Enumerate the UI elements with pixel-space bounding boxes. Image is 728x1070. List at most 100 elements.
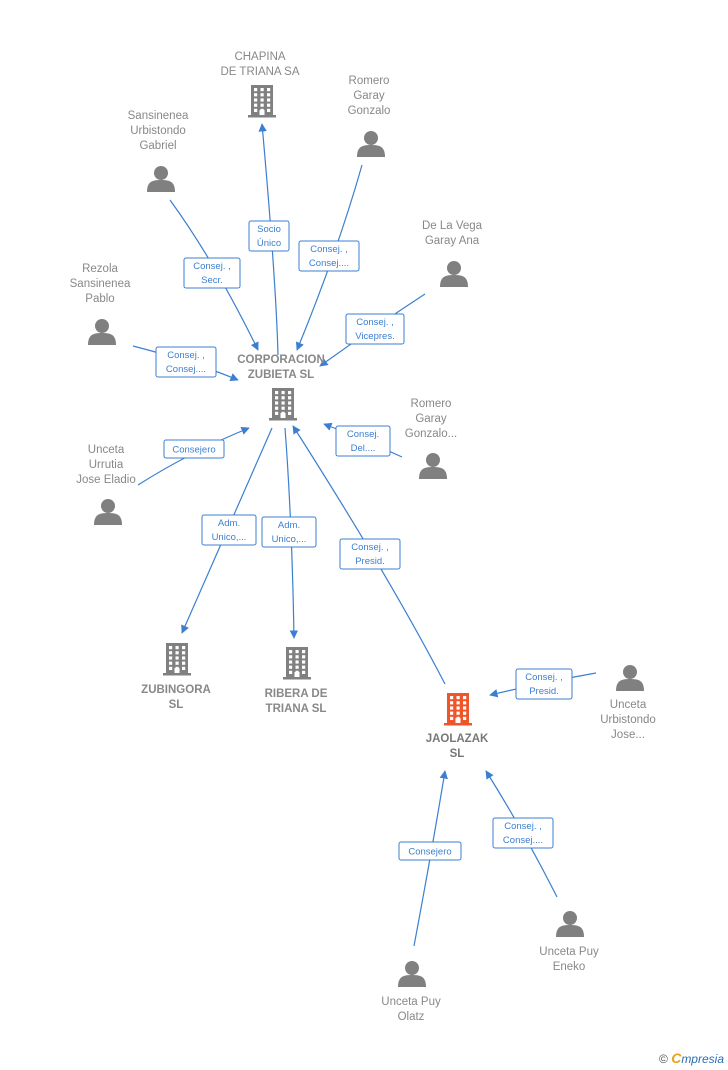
node-label: Garay Ana [425, 235, 480, 247]
edge-corporacion-ribera: Adm. Unico,... [261, 427, 317, 639]
edge-romero1-corporacion: Consej. ,Consej.... [295, 164, 363, 351]
edge-label-text: Consej.... [309, 258, 349, 269]
edge-unceta_urb-jaolazak: Consej. ,Presid. [489, 668, 597, 700]
node-label: Sansinenea [128, 110, 189, 122]
edge-label-box[interactable] [261, 516, 317, 548]
node-label: Jose Eladio [76, 474, 135, 486]
edge-label-box[interactable] [335, 425, 391, 457]
edge-label-text: Adm. [278, 520, 300, 531]
node-label: CORPORACION [237, 354, 325, 366]
person-icon [357, 131, 385, 157]
edge-label-text: Único [257, 238, 281, 249]
edge-label-text: Unico,... [272, 534, 307, 545]
node-label: CHAPINA [234, 51, 285, 63]
edge-romero2-corporacion: Consej.Del.... [323, 422, 403, 458]
edge-label-text: Consej.... [166, 364, 206, 375]
edge-label-text: Consej. , [504, 821, 542, 832]
person-icon [147, 166, 175, 192]
edge-label-text: Consejero [408, 847, 451, 858]
edge-label-box[interactable] [492, 817, 554, 849]
edge-rezola-corporacion: Consej. , Consej.... [132, 345, 239, 381]
edge-label-box[interactable] [155, 346, 217, 378]
edge-label-box[interactable] [515, 668, 573, 700]
edge-label-box[interactable] [298, 240, 360, 272]
node-corporacion[interactable]: CORPORACION ZUBIETA SL [237, 354, 325, 421]
node-jaolazak[interactable]: JAOLAZAK SL [426, 693, 489, 760]
node-zubingora[interactable]: ZUBINGORA SL [141, 643, 211, 711]
edge-label-text: Consej.... [503, 835, 543, 846]
building-icon [283, 647, 311, 680]
node-chapina[interactable]: CHAPINA DE TRIANA SA [220, 51, 300, 118]
edge-label-box[interactable] [163, 439, 225, 459]
node-label: SL [450, 748, 465, 760]
edge-line [258, 123, 279, 356]
node-label: ZUBIETA SL [248, 369, 314, 381]
node-label: Unceta Puy [539, 946, 599, 958]
node-label: Garay [415, 413, 447, 425]
node-label: Gonzalo... [405, 428, 457, 440]
node-romero2[interactable]: RomeroGarayGonzalo... [405, 398, 457, 479]
edge-unceta_jose-corporacion: Consejero [137, 426, 250, 486]
node-label: Urbistondo [130, 125, 186, 137]
person-icon [94, 499, 122, 525]
person-icon [556, 911, 584, 937]
edge-label-box[interactable] [183, 257, 241, 289]
footer-brand: © Cmpresia [659, 1050, 724, 1066]
edge-label-box[interactable] [345, 313, 405, 345]
edge-label-text: Consej. , [351, 542, 389, 553]
node-label: Romero [411, 398, 452, 410]
edge-delavega-corporacion: Consej. , Vicepres. [319, 293, 426, 367]
edge-label-box[interactable] [201, 514, 257, 546]
node-label: Pablo [85, 293, 114, 305]
node-label: JAOLAZAK [426, 733, 489, 745]
edge-label-box[interactable] [339, 538, 401, 570]
node-label: Eneko [553, 961, 586, 973]
edge-label-box[interactable] [398, 841, 462, 861]
node-label: Urrutia [89, 459, 124, 471]
edge-label-text: Vicepres. [355, 331, 394, 342]
brand-logo: Cmpresia [671, 1050, 724, 1066]
edge-label-text: Unico,... [212, 532, 247, 543]
node-label: RIBERA DE [265, 688, 328, 700]
node-label: Gabriel [139, 140, 176, 152]
node-label: Sansinenea [70, 278, 131, 290]
edge-unceta_olatz-jaolazak: Consejero [398, 770, 462, 947]
person-icon [398, 961, 426, 987]
edge-label-text: Presid. [355, 556, 385, 567]
edge-label-text: Consej. , [167, 350, 205, 361]
person-icon [616, 665, 644, 691]
edge-label-text: Adm. [218, 518, 240, 529]
node-label: SL [169, 699, 184, 711]
node-label: Unceta Puy [381, 996, 441, 1008]
node-unceta_urb[interactable]: UncetaUrbistondoJose... [600, 665, 656, 741]
edge-corporacion-zubingora: Adm. Unico,... [181, 427, 273, 634]
person-icon [440, 261, 468, 287]
copyright-symbol: © [659, 1052, 668, 1066]
node-label: DE TRIANA SA [220, 66, 299, 78]
edge-label-text: Consej. , [356, 317, 394, 328]
edge-label-text: Del.... [351, 443, 376, 454]
person-icon [419, 453, 447, 479]
node-label: Jose... [611, 729, 645, 741]
node-label: Garay [353, 90, 385, 102]
node-label: Urbistondo [600, 714, 656, 726]
edge-jaolazak-corporacion: Consej. , Presid. [292, 425, 446, 685]
node-label: ZUBINGORA [141, 684, 211, 696]
node-label: Romero [349, 75, 390, 87]
building-icon [269, 388, 297, 421]
node-label: Unceta [610, 699, 647, 711]
node-label: Rezola [82, 263, 118, 275]
edge-label-box[interactable] [248, 220, 290, 252]
edge-label-text: Socio [257, 224, 281, 235]
node-label: Gonzalo [348, 105, 391, 117]
